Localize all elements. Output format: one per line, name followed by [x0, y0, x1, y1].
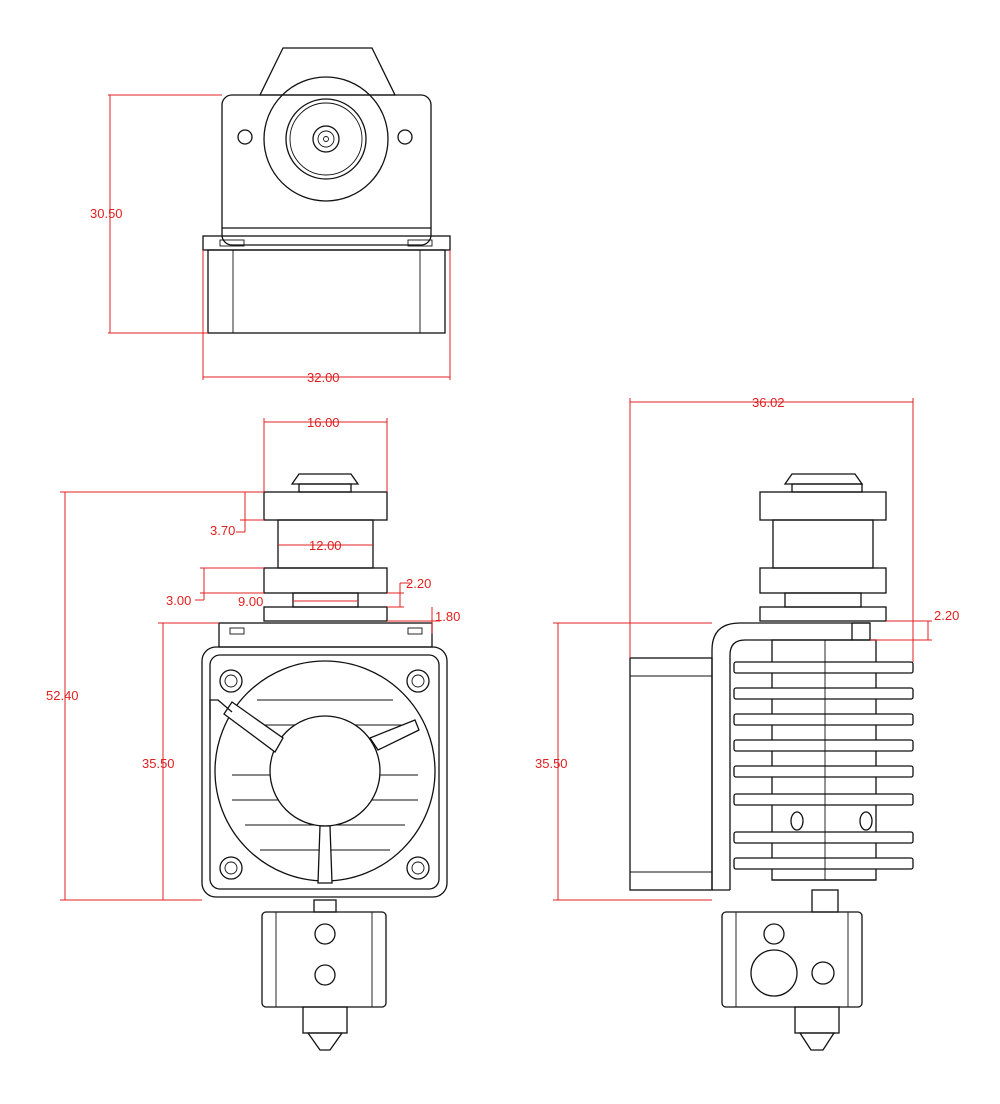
front-collar-height-dimension: 3.00 [166, 567, 264, 608]
side-gap-label: 2.20 [934, 608, 959, 623]
front-neck-width-label: 9.00 [238, 594, 263, 609]
front-gap-dimension: 2.20 [387, 576, 431, 608]
front-view: 16.00 3.70 12.00 3.00 9.00 [46, 415, 460, 1051]
front-body-height-dimension: 35.50 [142, 622, 219, 900]
top-view-part [202, 47, 451, 334]
side-gap-dimension: 2.20 [870, 608, 959, 641]
top-width-label: 32.00 [307, 370, 340, 385]
side-body-height-label: 35.50 [535, 756, 568, 771]
front-cap-height-label: 3.70 [210, 523, 235, 538]
side-heatsink-fins [733, 661, 914, 870]
front-mid-width-label: 12.00 [309, 538, 342, 553]
front-washer-label: 1.80 [435, 609, 460, 624]
front-neck-width-dimension: 9.00 [238, 594, 358, 609]
front-top-width-dimension: 16.00 [263, 415, 388, 492]
top-width-dimension: 32.00 [202, 250, 451, 385]
front-top-width-label: 16.00 [307, 415, 340, 430]
front-view-part [201, 473, 448, 1051]
front-mid-width-dimension: 12.00 [278, 538, 373, 553]
side-width-label: 36.02 [752, 395, 785, 410]
side-width-dimension: 36.02 [629, 395, 914, 662]
top-view: 30.50 32.00 [90, 47, 451, 385]
front-washer-dimension: 1.80 [387, 607, 460, 634]
front-gap-label: 2.20 [406, 576, 431, 591]
front-total-height-dimension: 52.40 [46, 491, 264, 901]
side-view: 36.02 2.20 35.50 [535, 395, 959, 1051]
top-height-dimension: 30.50 [90, 94, 222, 334]
top-height-label: 30.50 [90, 206, 123, 221]
side-view-part [629, 473, 914, 1051]
side-body-height-dimension: 35.50 [535, 622, 712, 901]
front-cap-height-dimension: 3.70 [210, 491, 264, 538]
front-body-height-label: 35.50 [142, 756, 175, 771]
front-total-height-label: 52.40 [46, 688, 79, 703]
front-collar-height-label: 3.00 [166, 593, 191, 608]
